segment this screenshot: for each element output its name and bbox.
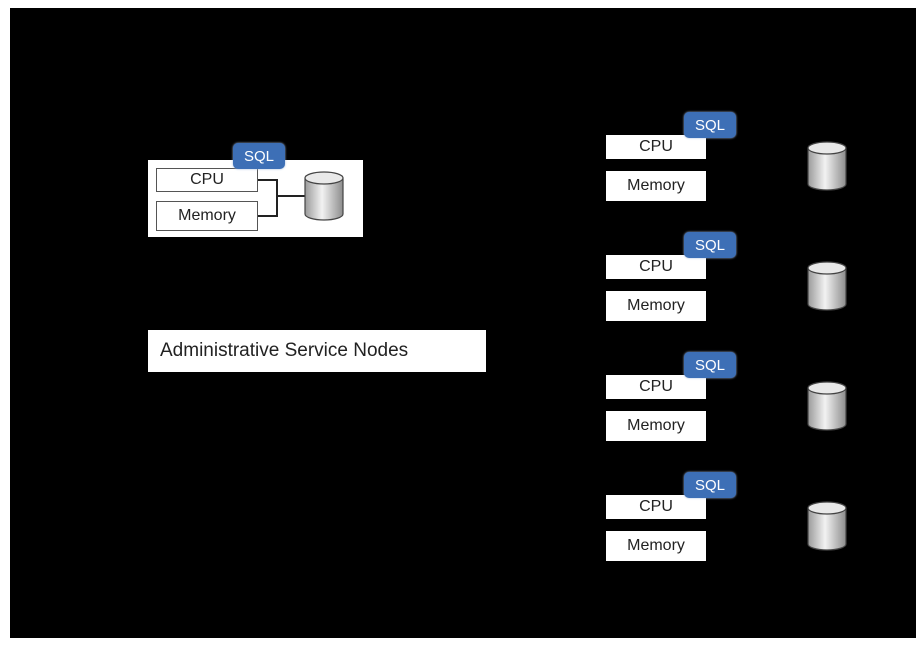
database-icon [807, 501, 847, 551]
compute-memory-box: Memory [606, 291, 706, 321]
compute-cpu-box: CPU [606, 495, 706, 519]
admin-connector-line [258, 196, 278, 217]
compute-memory-box: Memory [606, 411, 706, 441]
compute-sql-tag: SQL [684, 232, 736, 258]
compute-cpu-box: CPU [606, 135, 706, 159]
compute-sql-tag: SQL [684, 112, 736, 138]
compute-cpu-box: CPU [606, 375, 706, 399]
compute-sql-tag: SQL [684, 352, 736, 378]
database-icon [807, 381, 847, 431]
database-icon [807, 261, 847, 311]
database-icon [304, 171, 344, 221]
admin-connector-line [258, 179, 305, 197]
compute-memory-box: Memory [606, 171, 706, 201]
admin-sql-tag: SQL [233, 143, 285, 169]
admin-memory-box: Memory [156, 201, 258, 231]
diagram-canvas [10, 8, 916, 638]
admin-cpu-box: CPU [156, 168, 258, 192]
database-icon [807, 141, 847, 191]
compute-memory-box: Memory [606, 531, 706, 561]
compute-sql-tag: SQL [684, 472, 736, 498]
compute-cpu-box: CPU [606, 255, 706, 279]
admin-service-nodes-label: Administrative Service Nodes [148, 330, 486, 372]
